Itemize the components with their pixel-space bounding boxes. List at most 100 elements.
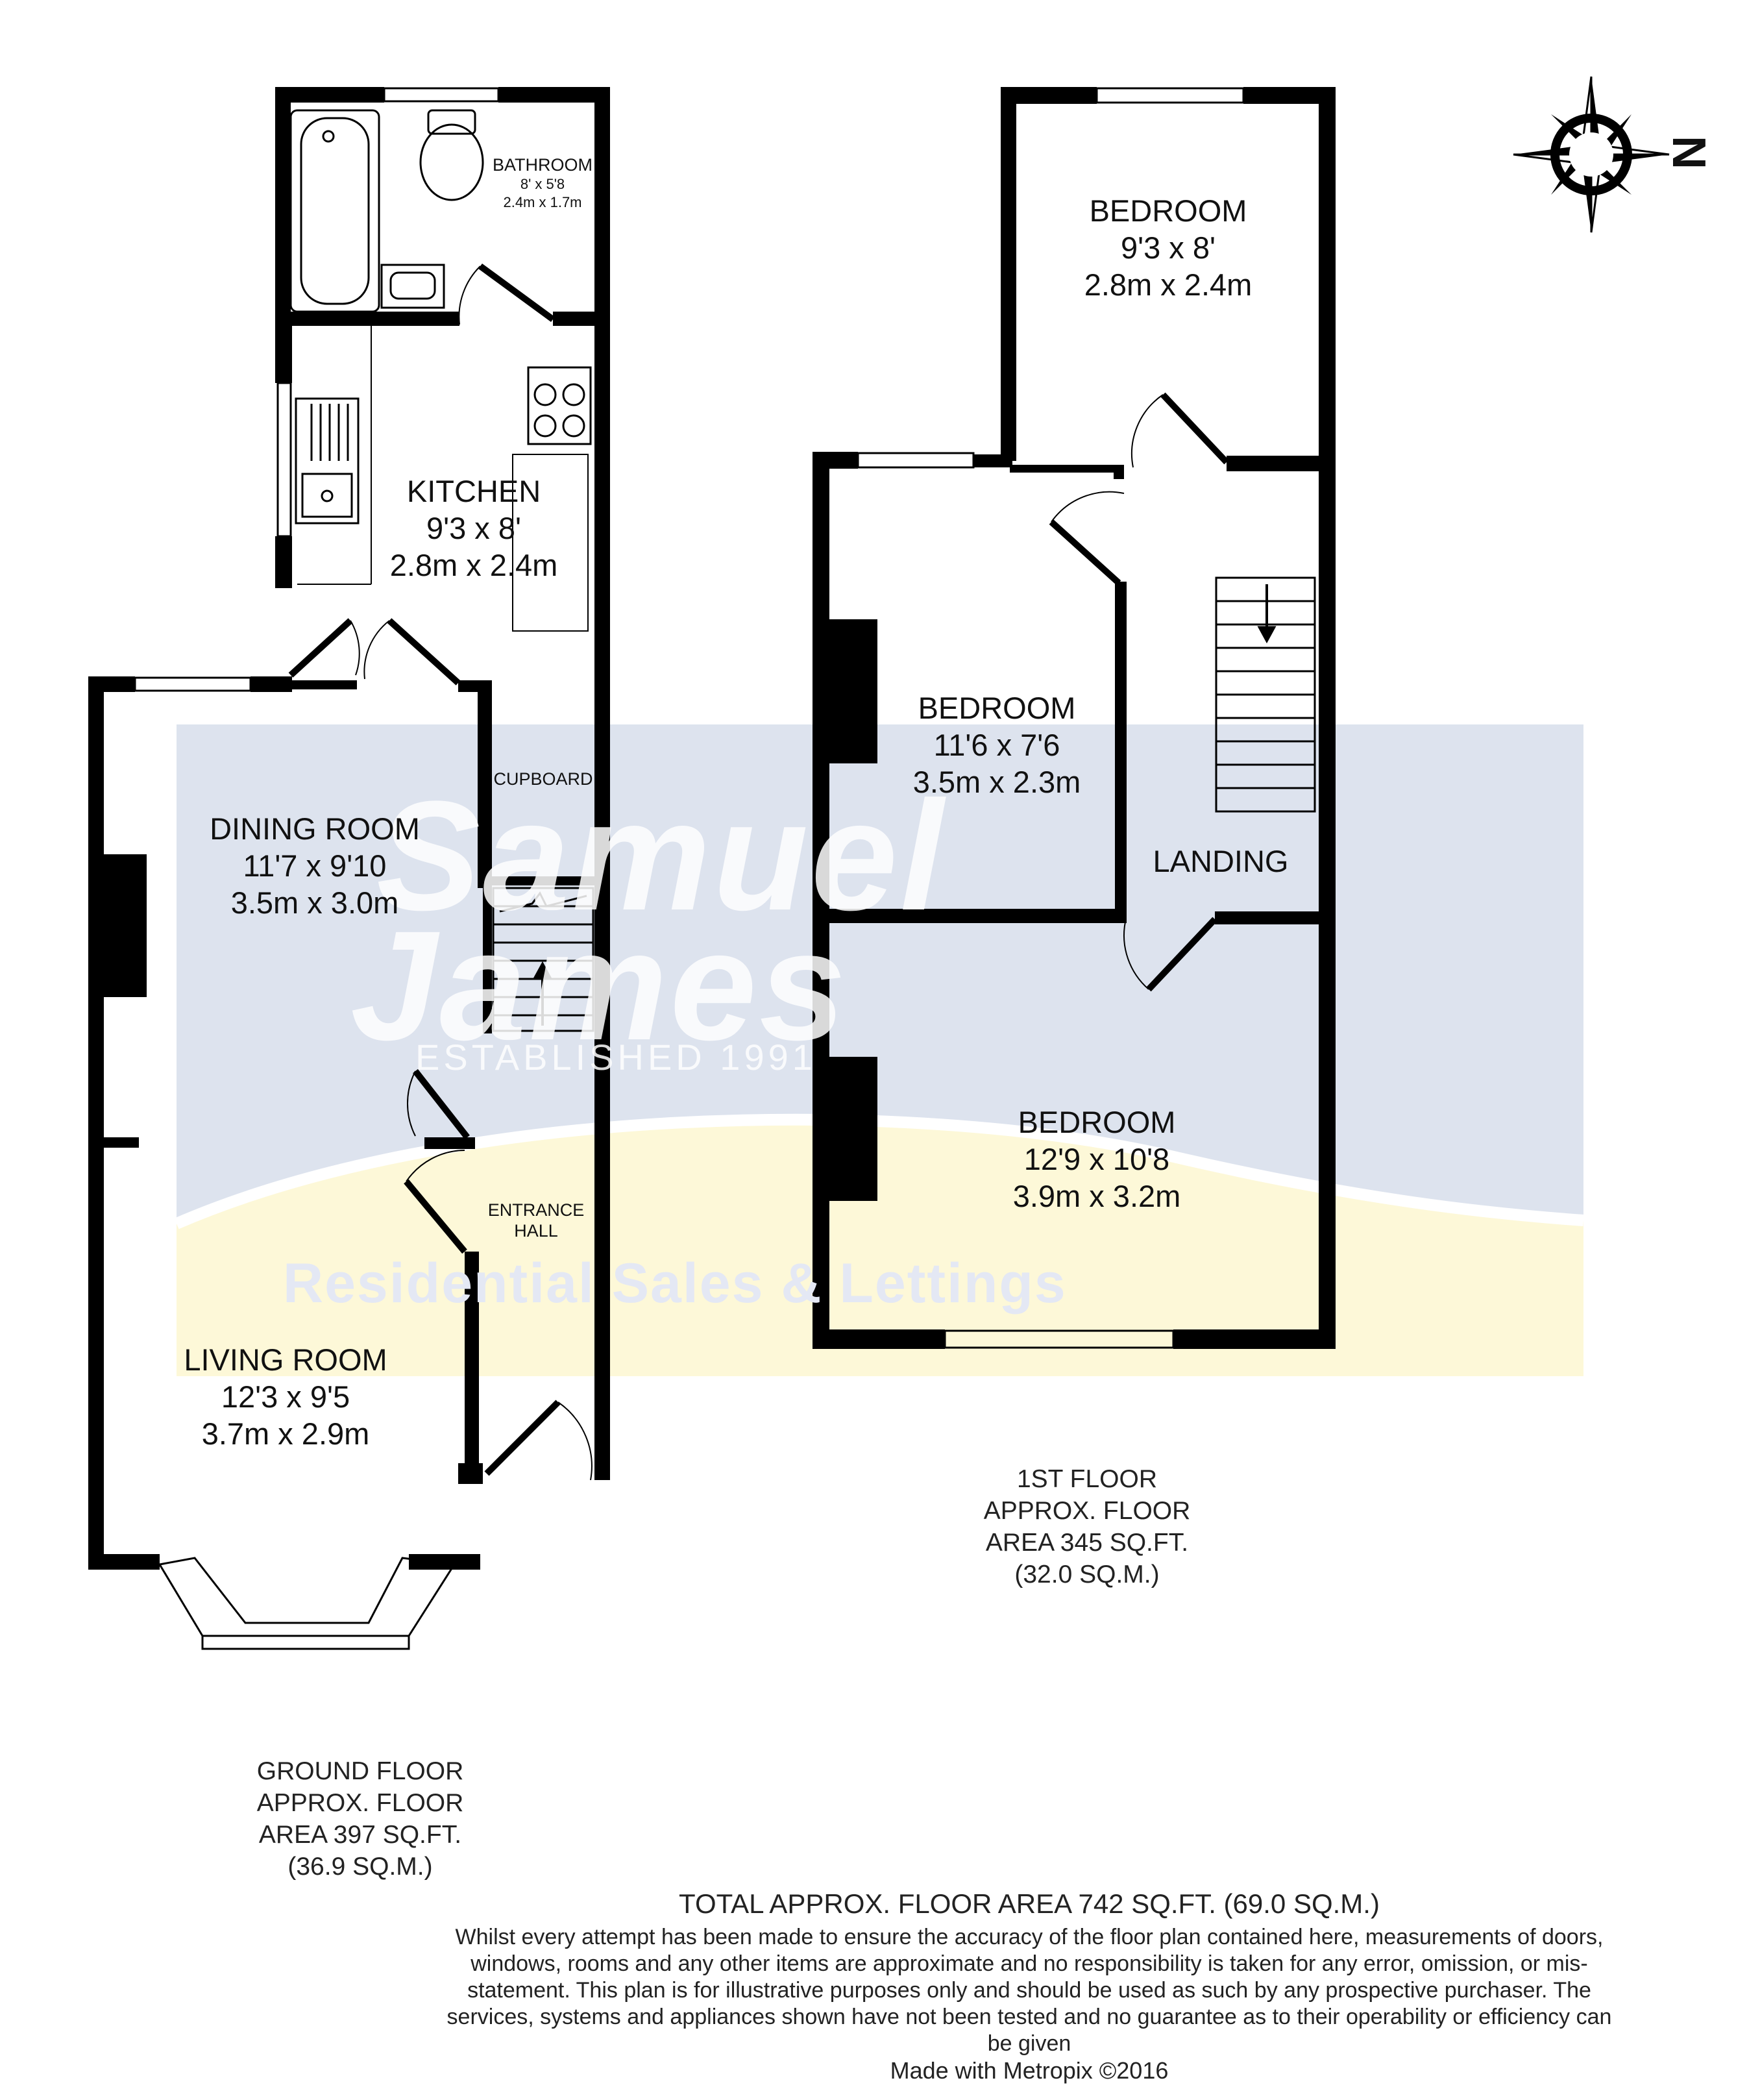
- bathroom-wall-right: [594, 87, 610, 326]
- dining-wall-top-joint: [292, 680, 357, 689]
- ground-floor-area-line3: AREA 397 SQ.FT.: [258, 1821, 462, 1849]
- middle-bedroom-imperial: 11'6 x 7'6: [933, 728, 1060, 762]
- living-wall-bottom-right: [409, 1554, 480, 1570]
- front-bedroom-chimney: [829, 1057, 877, 1201]
- washbasin: [380, 264, 445, 309]
- living-room-label: LIVING ROOM 12'3 x 9'5 3.7m x 2.9m: [149, 1341, 422, 1452]
- rear-bedroom-wall-bottom: [1227, 456, 1336, 471]
- middle-bedroom-door: [1049, 519, 1121, 586]
- bathroom-wall-top-left: [275, 87, 384, 103]
- first-floor-windows: [857, 87, 1245, 1349]
- ground-floor-area: GROUND FLOOR APPROX. FLOOR AREA 397 SQ.F…: [214, 1755, 506, 1883]
- ground-stair-outline: [492, 887, 594, 1032]
- landing-wall-top: [1010, 465, 1124, 473]
- middle-bedroom-wall-bottom: [813, 909, 1127, 923]
- bathroom-window: [383, 87, 500, 103]
- watermark-background: [174, 724, 1584, 1376]
- bathroom-metric: 2.4m x 1.7m: [503, 194, 582, 210]
- hob-ring-1: [533, 383, 557, 406]
- entrance-hall-line1: ENTRANCE: [487, 1200, 585, 1220]
- first-floor-walls: [813, 87, 1336, 1349]
- rear-bedroom-label: BEDROOM 9'3 x 8' 2.8m x 2.4m: [1038, 192, 1298, 303]
- ground-floor-area-line2: APPROX. FLOOR: [256, 1789, 464, 1817]
- first-floor-wall-right: [1319, 87, 1336, 1349]
- watermark-brand-line1: Samuel: [376, 769, 946, 943]
- middle-bedroom-wall-top-left: [813, 452, 858, 469]
- living-bay-window: [158, 1557, 456, 1650]
- middle-bedroom-window: [857, 452, 975, 469]
- middle-bedroom-wall-joint: [999, 461, 1012, 467]
- bath-panel: [278, 154, 292, 306]
- bath-tap: [322, 130, 335, 143]
- dining-wall-top-mid: [251, 676, 292, 692]
- entrance-hall-line2: HALL: [514, 1221, 558, 1241]
- rear-bedroom-imperial: 9'3 x 8': [1121, 230, 1216, 265]
- hall-wall-right: [594, 312, 610, 1480]
- kitchen-label: KITCHEN 9'3 x 8' 2.8m x 2.4m: [370, 473, 578, 584]
- worktop-right: [512, 454, 589, 632]
- living-door: [404, 1179, 467, 1254]
- front-bedroom-wall-bottom-right: [1173, 1329, 1336, 1349]
- ground-floor-walls: [88, 87, 610, 1570]
- cupboard-wall-left: [478, 680, 492, 888]
- watermark-tagline: Residential Sales & Lettings: [283, 1252, 1067, 1315]
- dining-door-swing: [363, 620, 390, 680]
- middle-bedroom-chimney: [829, 619, 877, 763]
- rear-bedroom-wall-left: [1001, 87, 1016, 461]
- kitchen-metric: 2.8m x 2.4m: [389, 548, 558, 582]
- rear-bedroom-wall-top-left: [1001, 87, 1097, 104]
- first-stair-arrowhead: [1257, 626, 1277, 644]
- front-bedroom-name: BEDROOM: [1018, 1105, 1176, 1139]
- front-bedroom-window: [944, 1329, 1175, 1349]
- ground-floor-area-line1: GROUND FLOOR: [256, 1757, 464, 1785]
- entrance-hall-label: ENTRANCE HALL: [478, 1200, 594, 1241]
- dining-living-wall-stub: [104, 1137, 139, 1148]
- dining-room-label: DINING ROOM 11'7 x 9'10 3.5m x 3.0m: [175, 810, 454, 921]
- bathroom-wall-top-right: [498, 87, 610, 103]
- bathtub-inner: [300, 117, 370, 305]
- front-bedroom-label: BEDROOM 12'9 x 10'8 3.9m x 3.2m: [967, 1104, 1227, 1215]
- rear-bedroom-name: BEDROOM: [1089, 193, 1247, 228]
- kitchen-imperial: 9'3 x 8': [426, 511, 521, 545]
- dining-chimney: [104, 854, 147, 997]
- rear-bedroom-door: [1160, 392, 1229, 465]
- toilet-cistern: [427, 109, 476, 135]
- bathroom-name: BATHROOM: [493, 155, 593, 175]
- hob-ring-4: [562, 414, 585, 438]
- bathroom-label: BATHROOM 8' x 5'8 2.4m x 1.7m: [491, 154, 594, 212]
- bathroom-door: [478, 263, 555, 323]
- hob-ring-3: [533, 414, 557, 438]
- kitchen-sink-bowl: [301, 473, 353, 518]
- compass-rose-icon: [1513, 76, 1670, 233]
- rear-bedroom-door-swing: [1131, 394, 1164, 468]
- bathroom-fixtures: [278, 109, 484, 313]
- bathroom-wall-bottom: [275, 312, 459, 326]
- dining-room-imperial: 11'7 x 9'10: [243, 848, 387, 883]
- front-door: [484, 1400, 561, 1476]
- kitchen-wall-left-top: [275, 312, 292, 383]
- living-room-imperial: 12'3 x 9'5: [221, 1379, 350, 1414]
- hall-to-dining-door: [413, 1069, 470, 1140]
- living-wall-bottom-left: [88, 1554, 160, 1570]
- front-bedroom-metric: 3.9m x 3.2m: [1012, 1179, 1181, 1213]
- living-room-name: LIVING ROOM: [184, 1342, 387, 1377]
- dining-window: [134, 676, 252, 692]
- living-wall-left: [88, 676, 104, 1570]
- middle-bedroom-name: BEDROOM: [918, 691, 1076, 725]
- ground-floor-stairs: [492, 887, 594, 1032]
- first-floor-stairs: [1215, 576, 1316, 813]
- watermark-wave: [174, 1113, 1584, 1229]
- rear-bedroom-window: [1095, 87, 1245, 104]
- kitchen-window: [276, 382, 292, 537]
- sink-drainer: [310, 404, 349, 461]
- first-floor-area: 1ST FLOOR APPROX. FLOOR AREA 345 SQ.FT. …: [941, 1463, 1233, 1590]
- stair-wall-left: [483, 878, 492, 1033]
- first-floor-area-line4: (32.0 SQ.M.): [1014, 1561, 1160, 1588]
- watermark-established: ESTABLISHED 1991: [415, 1037, 816, 1078]
- bathroom-door-swing: [458, 266, 481, 325]
- kitchen-door: [288, 618, 353, 678]
- first-floor-area-line2: APPROX. FLOOR: [983, 1497, 1191, 1525]
- hob-ring-2: [562, 383, 585, 406]
- ground-floor-area-line4: (36.9 SQ.M.): [287, 1853, 433, 1881]
